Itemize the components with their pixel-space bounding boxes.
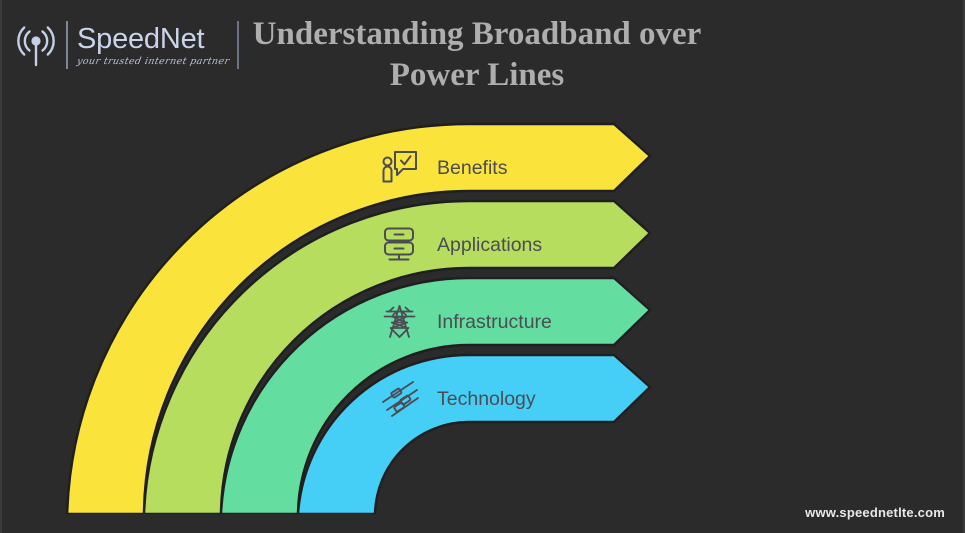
- logo-wordmark: SpeedNet your trusted internet partner: [76, 22, 231, 67]
- band-shape-applications[interactable]: [142, 199, 652, 514]
- band-row-applications[interactable]: Applications: [380, 215, 542, 275]
- logo-divider-right: [237, 21, 240, 69]
- page-title: Understanding Broadband over Power Lines: [202, 14, 752, 96]
- band-label-technology: Technology: [437, 387, 536, 410]
- person-speech-bubble-check-icon: [380, 148, 420, 188]
- curved-arrow-chart: [2, 112, 702, 514]
- band-label-infrastructure: Infrastructure: [437, 310, 552, 333]
- logo-divider: [66, 21, 68, 69]
- band-shape-technology[interactable]: [296, 353, 652, 514]
- power-line-cables-icon: [380, 379, 420, 419]
- band-row-technology[interactable]: Technology: [380, 369, 536, 429]
- band-label-benefits: Benefits: [437, 156, 508, 179]
- band-shape-infrastructure[interactable]: [219, 276, 652, 514]
- page-title-line-1: Understanding Broadband over: [252, 16, 702, 52]
- band-label-applications: Applications: [437, 233, 543, 256]
- band-row-infrastructure[interactable]: Infrastructure: [380, 292, 552, 352]
- server-rack-icon: [380, 225, 420, 265]
- logo-name: SpeedNet: [77, 22, 205, 55]
- arrow-bands-svg: [65, 122, 652, 514]
- band-row-benefits[interactable]: Benefits: [380, 138, 507, 198]
- transmission-tower-icon: [380, 302, 420, 342]
- footer-website-url[interactable]: www.speednetlte.com: [805, 505, 945, 520]
- band-shape-benefits[interactable]: [65, 122, 652, 514]
- brand-logo[interactable]: SpeedNet your trusted internet partner: [12, 17, 240, 73]
- wifi-broadcast-antenna-icon: [17, 26, 55, 67]
- page-title-line-2: Power Lines: [389, 57, 565, 93]
